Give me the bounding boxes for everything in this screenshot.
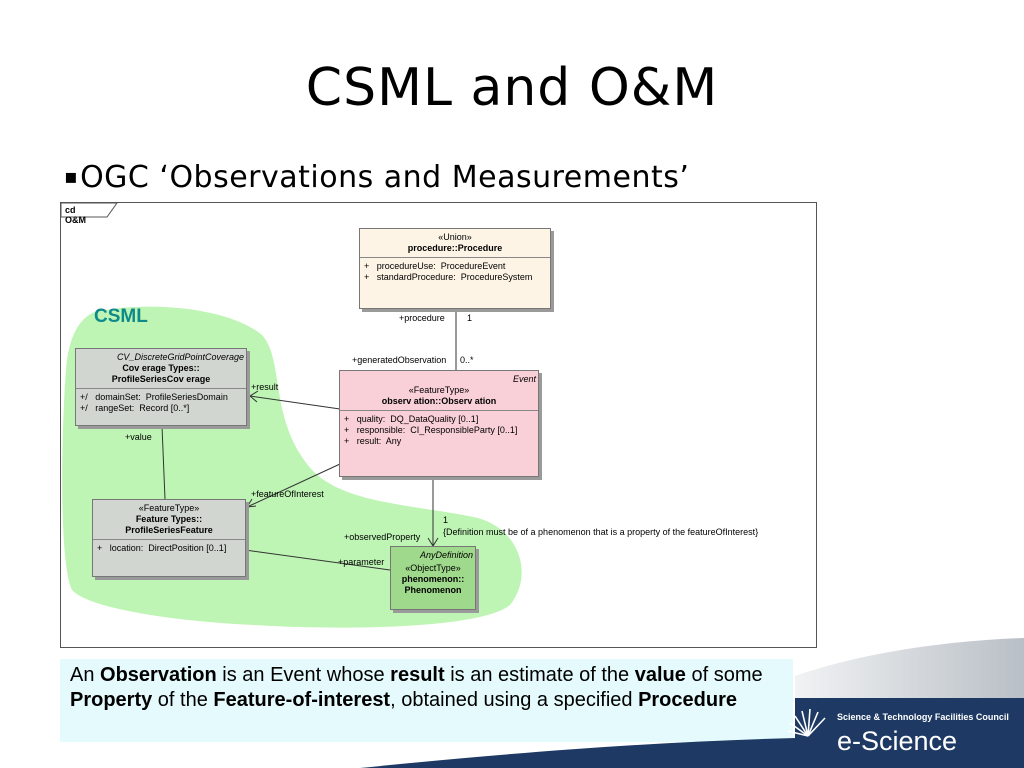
- result-arrowhead: [249, 390, 259, 403]
- feature-of-interest-arrowhead: [246, 498, 257, 508]
- coverage-name-line1: Cov erage Types::: [122, 363, 200, 373]
- phenomenon-name-line1: phenomenon::: [401, 574, 465, 584]
- coverage-attribute: +/ domainSet: ProfileSeriesDomain: [80, 392, 228, 402]
- feature-class: «FeatureType» Feature Types:: ProfileSer…: [92, 499, 246, 577]
- role-value: +value: [125, 432, 152, 442]
- parameter-line: [244, 549, 391, 571]
- observation-class: Event «FeatureType» observ ation::Observ…: [339, 370, 539, 477]
- slide-title: CSML and O&M: [305, 58, 719, 118]
- caption-box: An Observation is an Event whose result …: [60, 659, 793, 742]
- frame-tag-shape: [61, 203, 118, 218]
- constraint-note: {Definition must be of a phenomenon that…: [443, 527, 759, 537]
- feature-stereotype: «FeatureType»: [138, 503, 200, 513]
- phenomenon-class: AnyDefinition «ObjectType» phenomenon:: …: [390, 546, 476, 610]
- coverage-parent: CV_DiscreteGridPointCoverage: [116, 352, 244, 362]
- coverage-attribute: +/ rangeSet: Record [0..*]: [80, 403, 190, 413]
- feature-attribute: + location: DirectPosition [0..1]: [97, 543, 227, 553]
- multiplicity-generated-observation: 0..*: [460, 355, 474, 365]
- bullet-marker: ▪: [64, 164, 79, 188]
- phenomenon-stereotype: «ObjectType»: [405, 563, 461, 573]
- role-parameter: +parameter: [338, 557, 385, 567]
- role-feature-of-interest: +featureOfInterest: [251, 489, 324, 499]
- observation-attribute: + quality: DQ_DataQuality [0..1]: [344, 414, 479, 424]
- multiplicity-observed-property: 1: [443, 515, 449, 525]
- bullet-item: ▪OGC ‘Observations and Measurements’: [64, 160, 689, 195]
- observation-attribute: + responsible: CI_ResponsibleParty [0..1…: [344, 425, 518, 435]
- coverage-name-line2: ProfileSeriesCov erage: [111, 374, 211, 384]
- observation-stereotype: «FeatureType»: [408, 385, 470, 395]
- phenomenon-name-line2: Phenomenon: [404, 585, 462, 595]
- coverage-class: CV_DiscreteGridPointCoverage Cov erage T…: [75, 348, 247, 426]
- procedure-stereotype: «Union»: [438, 232, 472, 242]
- brand-product-name: e-Science: [837, 726, 958, 756]
- role-observed-property: +observedProperty: [344, 532, 421, 542]
- observation-name: observ ation::Observ ation: [381, 396, 497, 406]
- multiplicity-procedure: 1: [467, 313, 473, 323]
- caption-text: An Observation is an Event whose result …: [70, 664, 763, 711]
- phenomenon-parent: AnyDefinition: [419, 550, 473, 560]
- feature-of-interest-line: [246, 463, 341, 508]
- role-generated-observation: +generatedObservation: [352, 355, 447, 365]
- role-result: +result: [251, 382, 279, 392]
- stfc-logo-icon: [787, 708, 826, 737]
- procedure-name: procedure::Procedure: [407, 243, 503, 253]
- bullet-text: OGC ‘Observations and Measurements’: [80, 160, 690, 195]
- observation-attribute: + result: Any: [344, 436, 402, 446]
- role-procedure: +procedure: [399, 313, 445, 323]
- brand-panel: [795, 698, 1000, 750]
- result-association-line: [249, 395, 341, 410]
- csml-region-label: CSML: [94, 306, 148, 327]
- brand-swoosh: [795, 638, 1024, 698]
- feature-name-line2: ProfileSeriesFeature: [125, 525, 213, 535]
- procedure-class: «Union» procedure::Procedure + procedure…: [359, 228, 551, 309]
- value-association-line: [161, 425, 166, 500]
- procedure-attribute: + procedureUse: ProcedureEvent: [364, 261, 506, 271]
- procedure-attribute: + standardProcedure: ProcedureSystem: [364, 272, 533, 282]
- feature-name-line1: Feature Types::: [135, 514, 203, 524]
- brand-org-name: Science & Technology Facilities Council: [837, 712, 1009, 722]
- observation-parent: Event: [512, 374, 536, 384]
